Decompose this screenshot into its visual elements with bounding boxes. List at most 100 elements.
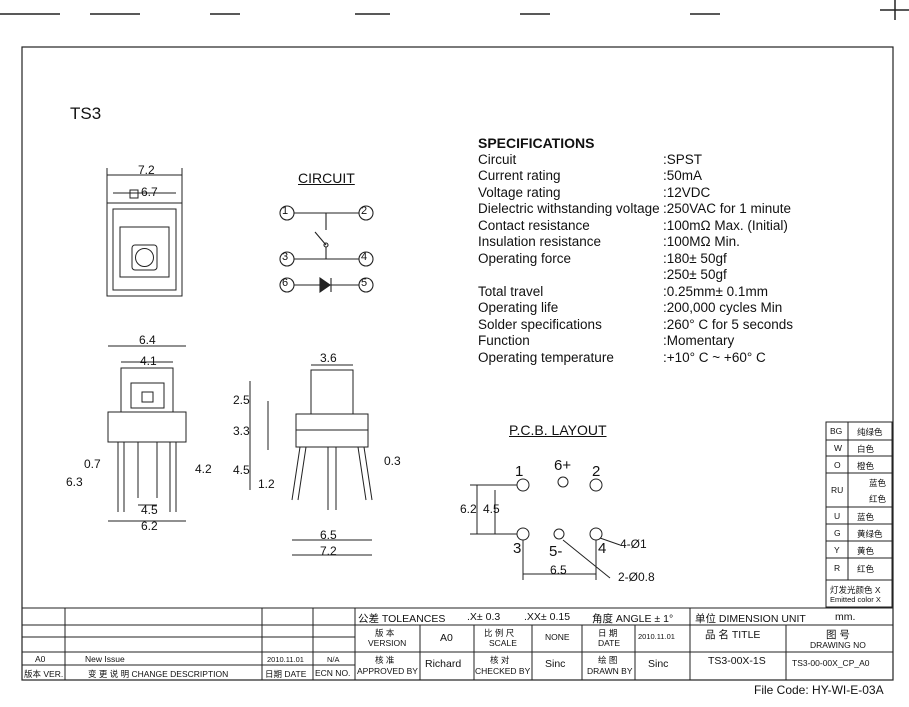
dim-side-h4: 1.2 xyxy=(258,477,275,491)
top-view xyxy=(106,168,183,297)
pcb-pin-3: 3 xyxy=(513,540,522,557)
spec-value: :180± 50gf xyxy=(663,251,727,266)
pcb-layout-heading: P.C.B. LAYOUT xyxy=(509,422,607,438)
drawing-no-en: DRAWING NO xyxy=(810,640,866,650)
dim-front-width: 6.4 xyxy=(139,333,156,347)
pcb-pin-6plus: 6+ xyxy=(554,457,572,474)
scale-cn: 比 例 尺 xyxy=(484,628,515,638)
dim-top-inner: 6.7 xyxy=(141,185,158,199)
legend-name: 纯绿色 xyxy=(857,427,883,437)
dim-side-h2: 3.3 xyxy=(233,424,250,438)
date-value: 2010.11.01 xyxy=(638,632,675,641)
legend-name: 黄色 xyxy=(857,546,875,556)
dim-front-pitch: 4.5 xyxy=(141,503,158,517)
circuit-pin-6: 6 xyxy=(282,277,289,289)
dim-side-h3: 4.5 xyxy=(233,463,250,477)
title-value: TS3-00X-1S xyxy=(708,655,766,667)
front-view xyxy=(107,345,187,522)
spec-label: Solder specifications xyxy=(478,317,602,332)
spec-value: :200,000 cycles Min xyxy=(663,300,783,315)
circuit-pin-3: 3 xyxy=(282,251,289,263)
legend-caption-cn: 灯发光颜色 X xyxy=(830,585,881,595)
legend-code: RU xyxy=(831,485,844,495)
spec-label: Operating force xyxy=(478,251,572,266)
pcb-pin-5minus: 5- xyxy=(549,543,563,560)
dim-pcb-hole1: 4-Ø1 xyxy=(620,537,647,551)
checked-en: CHECKED BY xyxy=(475,666,531,676)
spec-label: Circuit xyxy=(478,152,517,167)
spec-value: :250± 50gf xyxy=(663,267,727,282)
file-code: File Code: HY-WI-E-03A xyxy=(754,683,884,697)
header-date: 日期 DATE xyxy=(265,669,307,679)
dim-front-cap: 4.1 xyxy=(140,354,157,368)
spec-value: :+10° C ~ +60° C xyxy=(663,350,766,365)
revision-description: New Issue xyxy=(85,654,125,664)
legend-code: G xyxy=(834,528,841,538)
pcb-pin-2: 2 xyxy=(592,463,601,480)
unit-value: mm. xyxy=(835,611,856,623)
spec-label: Operating temperature xyxy=(478,350,614,365)
checked-value: Sinc xyxy=(545,658,566,670)
circuit-pin-4: 4 xyxy=(361,251,368,263)
revision-date: 2010.11.01 xyxy=(267,655,304,664)
legend-code: U xyxy=(834,511,841,521)
scale-value: NONE xyxy=(545,632,570,642)
dim-pcb-hole2: 2-Ø0.8 xyxy=(618,570,655,584)
drawn-cn: 绘 图 xyxy=(598,655,618,665)
circuit-heading: CIRCUIT xyxy=(298,170,355,186)
legend-code: O xyxy=(834,460,841,470)
legend-name: 橙色 xyxy=(857,461,875,471)
spec-value: :100MΩ Min. xyxy=(663,234,740,249)
approved-en: APPROVED BY xyxy=(357,666,418,676)
title-block-grid xyxy=(22,607,893,681)
tolerance-label: 公差 TOLEANCES xyxy=(358,613,446,625)
dim-front-height: 6.3 xyxy=(66,475,83,489)
legend-name: 黄绿色 xyxy=(857,529,883,539)
version-value: A0 xyxy=(440,632,453,644)
drawing-no-cn: 图 号 xyxy=(826,629,850,641)
dim-front-gap: 0.7 xyxy=(84,457,101,471)
spec-label: Total travel xyxy=(478,284,544,299)
pcb-pin-1: 1 xyxy=(515,463,524,480)
color-legend-table xyxy=(825,421,893,608)
spec-value: :250VAC for 1 minute xyxy=(663,201,792,216)
pcb-layout xyxy=(470,476,621,580)
drawing-no-value: TS3-00-00X_CP_A0 xyxy=(792,658,870,668)
header-ecn: ECN NO. xyxy=(315,668,351,678)
spec-value: :260° C for 5 seconds xyxy=(663,317,793,332)
spec-label: Dielectric withstanding voltage xyxy=(478,201,660,216)
date-en: DATE xyxy=(598,638,621,648)
title-label: 品 名 TITLE xyxy=(705,629,761,641)
legend-code: R xyxy=(834,563,841,573)
unit-label: 单位 DIMENSION UNIT xyxy=(695,613,806,625)
legend-code: BG xyxy=(830,426,843,436)
dim-side-cap: 3.6 xyxy=(320,351,337,365)
angle-tolerance: 角度 ANGLE ± 1° xyxy=(592,613,674,625)
legend-name: 白色 xyxy=(857,444,875,454)
header-description: 变 更 说 明 CHANGE DESCRIPTION xyxy=(88,669,229,679)
spec-value: :100mΩ Max. (Initial) xyxy=(663,218,788,233)
spec-value: :SPST xyxy=(663,152,703,167)
scale-en: SCALE xyxy=(489,638,517,648)
spec-value: :0.25mm± 0.1mm xyxy=(663,284,768,299)
spec-label: Function xyxy=(478,333,530,348)
legend-name: 红色 xyxy=(857,564,875,574)
revision-version: A0 xyxy=(35,654,46,664)
revision-ecn: N/A xyxy=(327,655,340,664)
legend-code: W xyxy=(834,443,843,453)
spec-label: Voltage rating xyxy=(478,185,561,200)
dim-side-lead: 0.3 xyxy=(384,454,401,468)
dim-pcb-v2: 4.5 xyxy=(483,502,500,516)
spec-label: Operating life xyxy=(478,300,559,315)
dim-front-lead: 4.2 xyxy=(195,462,212,476)
drawn-en: DRAWN BY xyxy=(587,666,633,676)
circuit-pin-2: 2 xyxy=(361,205,368,217)
tolerance-x: .X± 0.3 xyxy=(467,611,501,623)
checked-cn: 核 对 xyxy=(490,655,510,665)
dim-top-width: 7.2 xyxy=(138,163,155,177)
dim-side-h1: 2.5 xyxy=(233,393,250,407)
dim-pcb-v1: 6.2 xyxy=(460,502,477,516)
approved-value: Richard xyxy=(425,658,462,670)
side-view xyxy=(249,364,373,556)
